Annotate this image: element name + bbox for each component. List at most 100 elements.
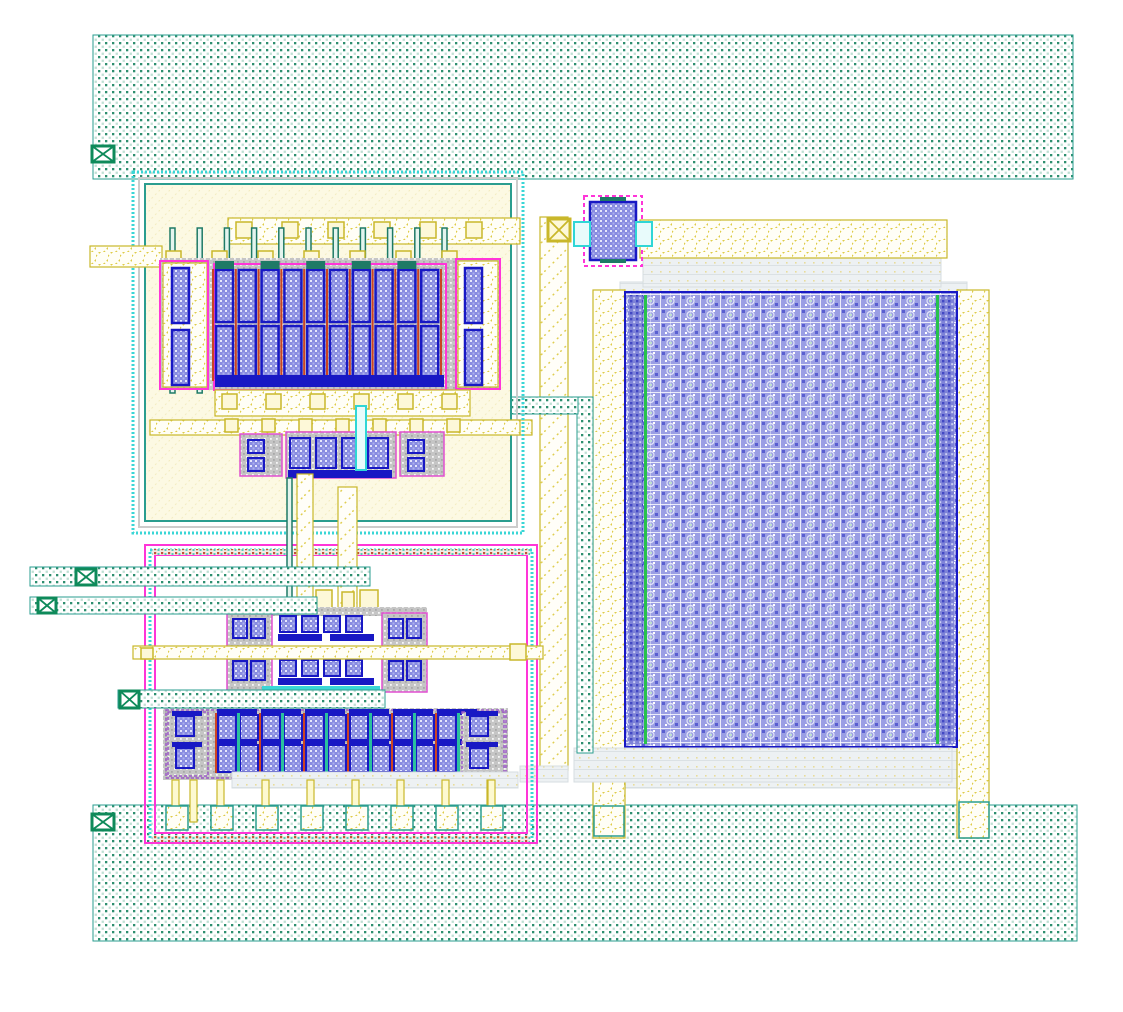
nmos-right-sq[interactable] xyxy=(469,747,489,769)
row1-sq[interactable] xyxy=(323,615,341,633)
pblock-low-via[interactable] xyxy=(409,418,424,433)
pmos-left-finger-top[interactable] xyxy=(170,266,191,325)
pmos-finger-top[interactable] xyxy=(260,268,280,324)
pmos-finger-top[interactable] xyxy=(328,268,349,324)
port-marker-in3[interactable] xyxy=(118,689,141,710)
nmos-finger-top[interactable] xyxy=(437,714,457,741)
end-sq-l2[interactable] xyxy=(232,660,248,681)
pblock-low-via[interactable] xyxy=(446,418,461,433)
nmos-finger-top[interactable] xyxy=(305,714,325,741)
drv-sq-left[interactable] xyxy=(247,439,265,454)
pblock-left-feed[interactable] xyxy=(89,245,163,268)
end-sq-l1[interactable] xyxy=(250,618,266,639)
nblock-mid-bus[interactable] xyxy=(132,645,544,660)
row2-sq[interactable] xyxy=(301,659,319,677)
nmos-finger-top[interactable] xyxy=(217,714,237,741)
port-marker-in2[interactable] xyxy=(36,596,58,615)
pblock-low-via[interactable] xyxy=(261,418,276,433)
nmos-finger-bottom[interactable] xyxy=(437,744,457,773)
input-bus-2[interactable] xyxy=(29,596,318,615)
end-sq-r2[interactable] xyxy=(388,660,404,681)
tail-wire-2[interactable] xyxy=(189,779,198,823)
nmos-left-sq[interactable] xyxy=(175,747,195,769)
pmos-finger-top[interactable] xyxy=(374,268,394,324)
port-marker-bias[interactable] xyxy=(546,217,572,243)
inter-wire-yellow-1[interactable] xyxy=(296,473,314,616)
nmos-finger-bottom[interactable] xyxy=(239,744,259,773)
nmos-finger-top[interactable] xyxy=(239,714,259,741)
row1-sq[interactable] xyxy=(301,615,319,633)
pmos-finger-top[interactable] xyxy=(397,268,417,324)
pblock-top-rail-via[interactable] xyxy=(465,221,483,239)
tail-contact[interactable] xyxy=(480,805,504,831)
end-sq-r1[interactable] xyxy=(388,618,404,639)
pmos-finger-bottom[interactable] xyxy=(305,324,326,380)
nmos-finger-top[interactable] xyxy=(349,714,369,741)
pmos-finger-bottom[interactable] xyxy=(260,324,280,380)
nblock-mid-via-l[interactable] xyxy=(140,647,154,660)
drv-sq-right[interactable] xyxy=(407,439,425,454)
pblock-low-via[interactable] xyxy=(298,418,313,433)
input-bus-1[interactable] xyxy=(29,566,371,587)
pmos-left-cell-outline[interactable] xyxy=(159,260,209,390)
row1-sq[interactable] xyxy=(345,615,363,633)
nmos-finger-top[interactable] xyxy=(327,714,347,741)
nmos-finger-top[interactable] xyxy=(261,714,281,741)
tail-contact[interactable] xyxy=(435,805,459,831)
row2-bar[interactable] xyxy=(330,678,374,685)
pblock-top-rail-via[interactable] xyxy=(235,221,253,239)
nmos-finger-bottom[interactable] xyxy=(283,744,303,773)
nmos-finger-top[interactable] xyxy=(371,714,391,741)
drv-finger[interactable] xyxy=(315,437,337,469)
nmos-finger-bottom[interactable] xyxy=(393,744,413,773)
row1-bar[interactable] xyxy=(330,634,374,641)
pblock-mid-via[interactable] xyxy=(265,393,282,410)
pblock-mid-via[interactable] xyxy=(309,393,326,410)
tail-contact[interactable] xyxy=(255,805,279,831)
pblock-low-via[interactable] xyxy=(372,418,387,433)
tail-contact[interactable] xyxy=(345,805,369,831)
decap-tab-right[interactable] xyxy=(635,221,653,247)
tail-contact[interactable] xyxy=(390,805,414,831)
drv-finger[interactable] xyxy=(289,437,311,469)
pblock-top-rail-via[interactable] xyxy=(419,221,437,239)
nmos-finger-bottom[interactable] xyxy=(327,744,347,773)
port-marker-bottom[interactable] xyxy=(90,812,116,832)
end-sq-l1[interactable] xyxy=(232,618,248,639)
pmos-finger-top[interactable] xyxy=(214,268,235,324)
pblock-low-via[interactable] xyxy=(335,418,350,433)
nmos-right-sq[interactable] xyxy=(469,715,489,737)
pmos-finger-bottom[interactable] xyxy=(328,324,349,380)
pmos-finger-bottom[interactable] xyxy=(283,324,303,380)
decap-core[interactable] xyxy=(588,200,638,262)
nmos-finger-bottom[interactable] xyxy=(371,744,391,773)
rail-junction-left[interactable] xyxy=(593,805,625,837)
pmos-right-finger-top[interactable] xyxy=(463,266,484,325)
pmos-finger-bottom[interactable] xyxy=(397,324,417,380)
drv-sq-left[interactable] xyxy=(247,457,265,472)
pmos-finger-bottom[interactable] xyxy=(214,324,235,380)
pmos-finger-top[interactable] xyxy=(419,268,440,324)
nmos-finger-top[interactable] xyxy=(415,714,435,741)
pblock-mid-via[interactable] xyxy=(221,393,238,410)
nmos-finger-top[interactable] xyxy=(393,714,413,741)
end-sq-l2[interactable] xyxy=(250,660,266,681)
decap-out-bus-yellow[interactable] xyxy=(639,219,948,259)
drv-sq-right[interactable] xyxy=(407,457,425,472)
cap-left-rail-yellow[interactable] xyxy=(592,289,626,839)
nmos-finger-bottom[interactable] xyxy=(349,744,369,773)
pmos-finger-top[interactable] xyxy=(305,268,326,324)
tail-contact[interactable] xyxy=(210,805,234,831)
nmos-finger-bottom[interactable] xyxy=(415,744,435,773)
rail-junction-right[interactable] xyxy=(958,801,990,839)
cap-right-rail-yellow[interactable] xyxy=(956,289,990,839)
tail-contact[interactable] xyxy=(300,805,324,831)
pblock-mid-via[interactable] xyxy=(441,393,458,410)
nmos-finger-bottom[interactable] xyxy=(261,744,281,773)
pblock-mid-via[interactable] xyxy=(397,393,414,410)
pmos-right-finger-bot[interactable] xyxy=(463,328,484,387)
mid-bus-yellow-v[interactable] xyxy=(539,216,569,771)
decap-tab-left[interactable] xyxy=(573,221,591,247)
row1-sq[interactable] xyxy=(279,615,297,633)
